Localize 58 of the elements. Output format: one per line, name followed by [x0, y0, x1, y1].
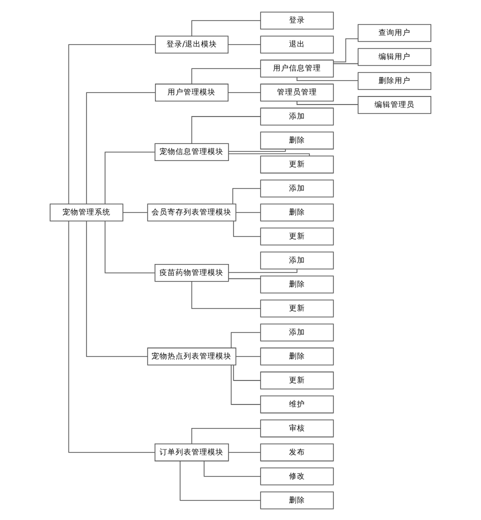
node-box: 宠物管理系统 — [50, 203, 124, 221]
connector — [191, 280, 261, 308]
connector — [191, 428, 261, 444]
node-box: 添加 — [260, 323, 334, 341]
node-box: 更新 — [260, 299, 334, 317]
node-box: 删除 — [260, 203, 334, 221]
connector — [233, 364, 261, 380]
connector — [230, 364, 261, 404]
node-box: 审核 — [260, 419, 334, 437]
node-box: 用户信息管理 — [260, 59, 334, 77]
connector — [228, 148, 286, 152]
node-box: 登录/退出模块 — [154, 35, 228, 53]
node-box: 更新 — [260, 227, 334, 245]
connector — [68, 220, 156, 452]
node-box: 订单列表管理模块 — [154, 443, 229, 461]
connector — [233, 220, 261, 236]
node-box: 编辑管理员 — [358, 96, 432, 114]
node-box: 疫苗药物管理模块 — [154, 263, 229, 282]
connector — [191, 20, 261, 36]
connector — [86, 220, 148, 356]
node-box: 删除 — [260, 491, 334, 509]
node-box: 编辑用户 — [358, 48, 432, 66]
connector — [230, 332, 261, 348]
node-box: 登录 — [260, 11, 334, 29]
connector — [333, 62, 358, 64]
node-box: 删除 — [260, 347, 334, 365]
node-box: 添加 — [260, 251, 334, 269]
connector — [104, 151, 156, 204]
connector — [228, 278, 261, 279]
connector — [232, 188, 261, 204]
connector — [228, 152, 310, 156]
node-box: 维护 — [260, 395, 334, 413]
node-box: 删除 — [260, 131, 334, 149]
node-box: 管理员管理 — [260, 83, 334, 101]
node-box: 添加 — [260, 107, 334, 125]
node-box: 宠物热点列表管理模块 — [147, 347, 236, 365]
node-box: 删除用户 — [358, 72, 432, 90]
connector — [191, 116, 261, 144]
node-box: 更新 — [260, 371, 334, 389]
node-box: 用户管理模块 — [154, 83, 228, 101]
connector — [296, 76, 358, 80]
connector — [104, 220, 156, 273]
node-box: 会员寄存列表管理模块 — [147, 203, 236, 221]
connector — [180, 460, 261, 500]
node-box: 修改 — [260, 467, 334, 485]
node-box: 退出 — [260, 35, 334, 53]
node-box: 发布 — [260, 443, 334, 461]
node-box: 删除 — [260, 275, 334, 293]
node-box: 查询用户 — [358, 24, 432, 42]
node-box: 添加 — [260, 179, 334, 197]
connector — [204, 460, 261, 476]
connector — [228, 268, 298, 272]
connector — [191, 68, 261, 84]
connector — [86, 92, 156, 204]
node-box: 更新 — [260, 155, 334, 173]
connector — [68, 44, 156, 204]
node-box: 宠物信息管理模块 — [154, 142, 229, 161]
connector — [296, 100, 358, 104]
